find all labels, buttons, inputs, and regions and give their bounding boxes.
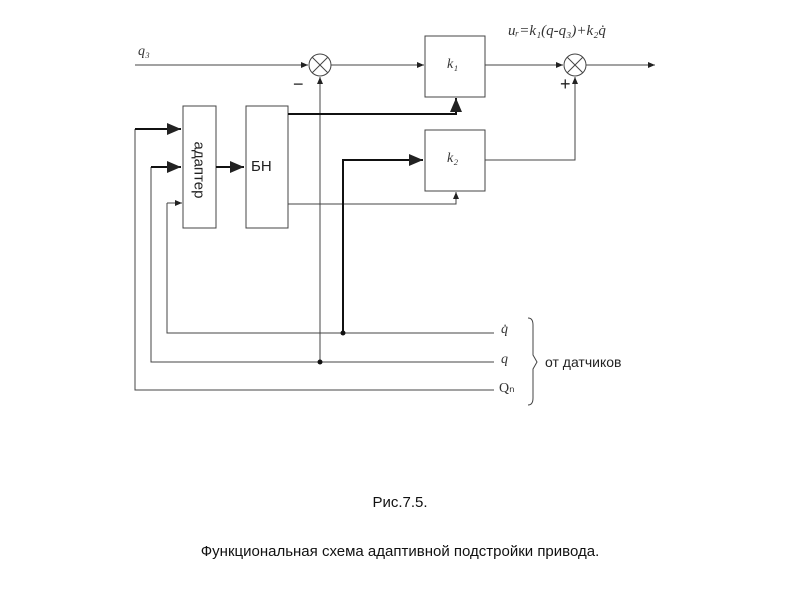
plus-sign: + xyxy=(560,74,571,94)
bn-label: БН xyxy=(251,158,272,175)
brace xyxy=(527,317,538,406)
k1-block xyxy=(424,35,486,98)
k1-label: k₁ xyxy=(447,57,459,72)
bn-block xyxy=(245,105,289,229)
summer-2 xyxy=(563,53,587,77)
k2-label: k₂ xyxy=(447,151,459,166)
figure-title: Функциональная схема адаптивной подстрой… xyxy=(200,543,600,560)
summer-1 xyxy=(308,53,332,77)
q-label: q xyxy=(501,352,508,367)
adapter-label: адаптер xyxy=(190,141,208,199)
sensors-label: от датчиков xyxy=(545,354,622,370)
qdot-label: q̇ xyxy=(501,322,508,337)
Qn-label: Qₙ xyxy=(499,381,515,396)
input-label: q₃ xyxy=(138,44,150,59)
control-formula: uᵣ=k₁(q-q₃)+k₂q̇ xyxy=(508,23,606,39)
figure-number: Рис.7.5. xyxy=(372,494,428,511)
minus-sign: − xyxy=(293,74,304,94)
